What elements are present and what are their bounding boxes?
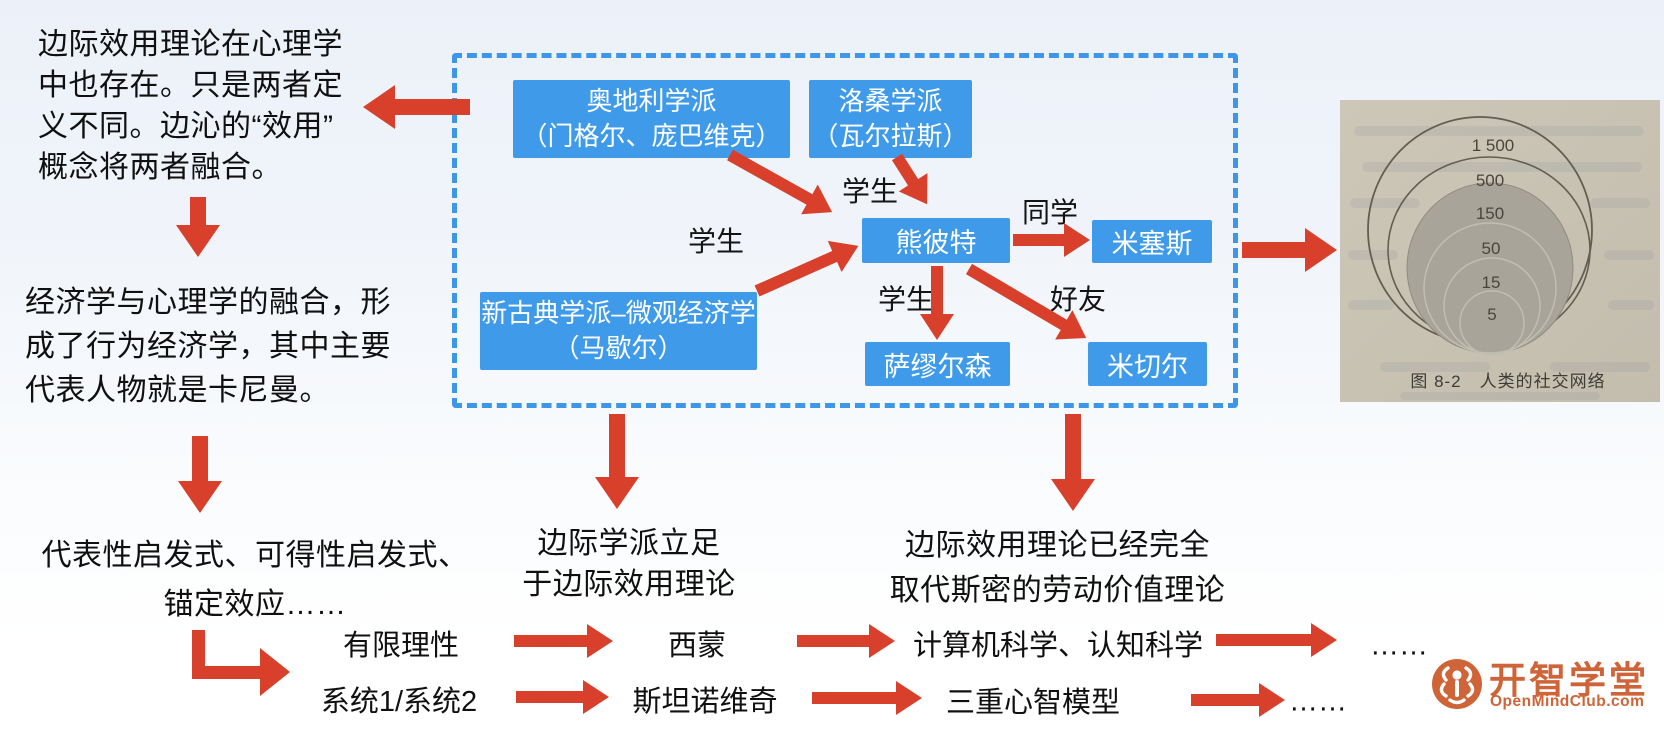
chain1-simon: 西蒙 <box>667 630 727 662</box>
schools-group-box <box>452 53 1238 408</box>
dunbar-circles-figure: 1 500 500 150 50 15 5 图 8-2 人类的社交网络 <box>1340 100 1660 402</box>
box-schumpeter: 熊彼特 <box>862 218 1010 263</box>
box-mitchell-label: 米切尔 <box>1107 351 1188 382</box>
box-mises: 米塞斯 <box>1092 220 1212 263</box>
social-network-book-photo: 1 500 500 150 50 15 5 图 8-2 人类的社交网络 <box>1340 100 1660 402</box>
note-heuristics: 代表性启发式、可得性启发式、 锚定效应…… <box>10 531 500 629</box>
note-psychology-line: 义不同。边沁的“效用” <box>38 110 334 143</box>
logo-url: OpenMindClub.com <box>1490 693 1645 710</box>
box-neoclassical-line1: 新古典学派–微观经济学 <box>481 298 756 328</box>
chain2-ellipsis: …… <box>1289 685 1347 718</box>
ring-label-500: 500 <box>1476 171 1504 190</box>
note-heuristics-line: 代表性启发式、可得性启发式、 <box>41 539 469 572</box>
chain2-stanovich: 斯坦诺维奇 <box>632 686 778 718</box>
note-psychology: 边际效用理论在心理学 中也存在。只是两者定 义不同。边沁的“效用” 概念将两者融… <box>38 24 378 188</box>
box-austrian-line2: （门格尔、庞巴维克） <box>521 121 782 151</box>
box-mises-label: 米塞斯 <box>1111 229 1193 259</box>
box-neoclassical-school: 新古典学派–微观经济学 （马歇尔） <box>480 292 757 370</box>
ring-label-15: 15 <box>1482 273 1501 292</box>
edge-label-student-top: 学生 <box>841 176 899 207</box>
box-austrian-line1: 奥地利学派 <box>586 86 717 116</box>
ring-15 <box>1443 257 1541 355</box>
note-psychology-line: 概念将两者融合。 <box>38 151 282 184</box>
edge-label-friend: 好友 <box>1049 284 1107 315</box>
ring-5 <box>1459 290 1525 356</box>
edge-label-student-bottom: 学生 <box>877 284 935 315</box>
ring-label-50: 50 <box>1482 239 1501 258</box>
bleed-through-text <box>1348 126 1654 400</box>
box-lausanne-line1: 洛桑学派 <box>838 86 943 116</box>
logo-name: 开智学堂 <box>1489 660 1649 701</box>
chain2-system1-system2: 系统1/系统2 <box>320 686 478 718</box>
box-lausanne-line2: （瓦尔拉斯） <box>812 121 969 151</box>
note-marginal-line: 边际学派立足 <box>537 527 721 560</box>
elbow-arrow-heuristics-to-rows-icon <box>190 630 292 705</box>
note-psychology-line: 中也存在。只是两者定 <box>38 69 343 102</box>
box-schumpeter-label: 熊彼特 <box>895 228 977 258</box>
note-marginal-school: 边际学派立足 于边际效用理论 <box>479 523 779 605</box>
box-neoclassical-line2: （马歇尔） <box>553 333 684 363</box>
note-replace-line: 取代斯密的劳动价值理论 <box>889 574 1226 607</box>
ring-label-1500: 1 500 <box>1472 136 1515 155</box>
box-lausanne-school: 洛桑学派 （瓦尔拉斯） <box>809 80 972 158</box>
figure-caption: 图 8-2 人类的社交网络 <box>1410 372 1605 391</box>
note-replace-line: 边际效用理论已经完全 <box>905 529 1210 562</box>
chain1-ellipsis: …… <box>1370 629 1428 662</box>
chain2-triple-mind-model: 三重心智模型 <box>945 687 1121 719</box>
note-heuristics-line: 锚定效应…… <box>163 588 347 621</box>
box-austrian-school: 奥地利学派 （门格尔、庞巴维克） <box>513 80 790 158</box>
note-behavioral-economics: 经济学与心理学的融合，形 成了行为经济学，其中主要 代表人物就是卡尼曼。 <box>25 281 395 413</box>
ring-label-5: 5 <box>1487 305 1496 324</box>
note-psychology-line: 边际效用理论在心理学 <box>38 28 343 61</box>
box-samuelson: 萨缪尔森 <box>865 342 1010 386</box>
openmindclub-logo-icon <box>1432 659 1482 709</box>
edge-label-classmate: 同学 <box>1021 197 1079 228</box>
box-mitchell: 米切尔 <box>1088 342 1207 386</box>
ring-50 <box>1423 222 1557 354</box>
note-behavioral-line: 代表人物就是卡尼曼。 <box>25 374 330 407</box>
edge-label-student-left: 学生 <box>687 226 745 257</box>
note-replace-smith: 边际效用理论已经完全 取代斯密的劳动价值理论 <box>885 523 1230 613</box>
ring-labels: 1 500 500 150 50 15 5 <box>1472 136 1515 324</box>
chain1-computer-cognitive-science: 计算机科学、认知科学 <box>912 630 1204 662</box>
note-behavioral-line: 经济学与心理学的融合，形 <box>25 286 391 319</box>
chain1-bounded-rationality: 有限理性 <box>342 630 460 662</box>
ring-label-150: 150 <box>1476 204 1504 223</box>
note-marginal-line: 于边际效用理论 <box>522 568 736 601</box>
box-samuelson-label: 萨缪尔森 <box>883 351 992 382</box>
note-behavioral-line: 成了行为经济学，其中主要 <box>25 330 391 363</box>
